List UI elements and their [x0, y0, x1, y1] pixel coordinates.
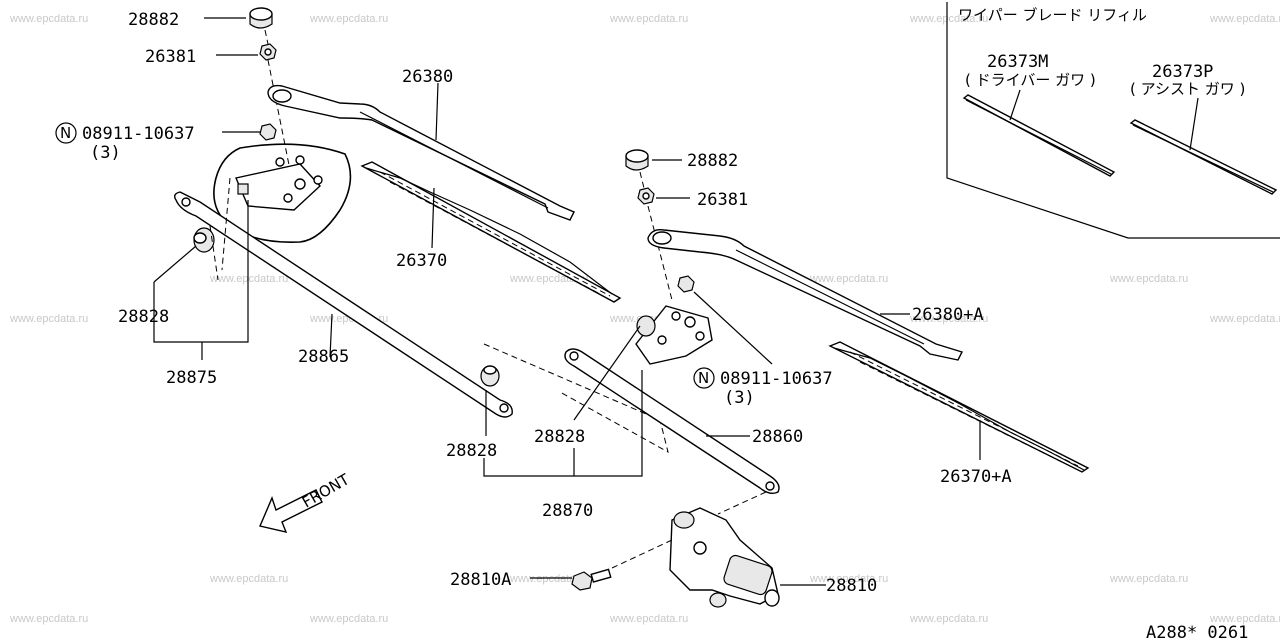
label-26370: 26370: [396, 251, 447, 271]
label-26381-left: 26381: [145, 47, 196, 67]
wiper-arm-26380: [267, 84, 575, 221]
label-28828-left: 28828: [118, 307, 169, 327]
watermark: www.epcdata.ru: [809, 573, 888, 585]
refill-assist-strip: [1129, 97, 1278, 195]
bolt-left-prefix: N: [60, 124, 71, 142]
wiper-motor-28810: [669, 507, 780, 608]
label-28828-right: 28828: [534, 427, 585, 447]
watermark: www.epcdata.ru: [609, 13, 688, 25]
watermark: www.epcdata.ru: [909, 613, 988, 625]
watermark: www.epcdata.ru: [909, 13, 988, 25]
label-28875: 28875: [166, 368, 217, 388]
label-bolt-left-qty: (3): [90, 143, 121, 163]
nut-26381-left: [259, 43, 277, 61]
watermark: www.epcdata.ru: [1209, 313, 1280, 325]
refill-driver-strip: [962, 89, 1116, 177]
label-bolt-left: 08911-10637: [82, 124, 195, 144]
refill-driver-side: ( ドライバー ガワ ): [965, 71, 1096, 89]
label-28828-mid: 28828: [446, 441, 497, 461]
watermark: www.epcdata.ru: [309, 13, 388, 25]
bolt-right: [677, 275, 695, 293]
refill-box-border: [946, 2, 1280, 239]
label-front: FRONT: [299, 470, 353, 512]
label-28810a: 28810A: [450, 570, 511, 590]
pivot-bracket-left: [213, 143, 352, 243]
refill-box-title: ワイパー ブレード リフィル: [958, 6, 1147, 24]
watermark: www.epcdata.ru: [909, 313, 988, 325]
watermark: www.epcdata.ru: [209, 273, 288, 285]
n-symbol-right: [693, 367, 715, 389]
watermark: www.epcdata.ru: [609, 613, 688, 625]
front-arrow-icon: [259, 489, 323, 533]
watermark: www.epcdata.ru: [1109, 573, 1188, 585]
cap-28882-left: [249, 7, 273, 29]
watermark: www.epcdata.ru: [1209, 613, 1280, 625]
wiper-arm-26380a: [647, 228, 963, 361]
refill-box: ワイパー ブレード リフィル 26373M ( ドライバー ガワ ) 26373…: [946, 2, 1280, 239]
label-28882-right: 28882: [687, 151, 738, 171]
bushing-28828-left: [193, 227, 215, 253]
refill-assist-side: ( アシスト ガワ ): [1130, 80, 1245, 98]
n-symbol-left: [55, 122, 77, 144]
bolt-right-prefix: N: [698, 369, 709, 387]
watermark: www.epcdata.ru: [9, 613, 88, 625]
watermark: www.epcdata.ru: [9, 313, 88, 325]
wiper-blade-26370: [360, 161, 622, 303]
label-28882-left: 28882: [128, 10, 179, 30]
label-26380a: 26380+A: [912, 305, 984, 325]
bolt-28810a: [571, 568, 612, 591]
label-26370a: 26370+A: [940, 467, 1012, 487]
wiper-blade-26370a: [828, 341, 1090, 473]
label-26380: 26380: [402, 67, 453, 87]
watermark: www.epcdata.ru: [809, 273, 888, 285]
refill-driver-part-number: 26373M: [987, 52, 1048, 72]
bushing-28828-mid: [480, 365, 500, 387]
nut-26381-right: [637, 187, 655, 205]
watermark: www.epcdata.ru: [209, 573, 288, 585]
label-28865: 28865: [298, 347, 349, 367]
pivot-bracket-right: [635, 305, 713, 365]
watermark: www.epcdata.ru: [1209, 13, 1280, 25]
watermark: www.epcdata.ru: [9, 13, 88, 25]
diagram-code: A288* 0261: [1146, 623, 1248, 640]
label-bolt-right: 08911-10637: [720, 369, 833, 389]
watermark: www.epcdata.ru: [1109, 273, 1188, 285]
link-rod-28865: [173, 191, 513, 418]
label-28860: 28860: [752, 427, 803, 447]
refill-assist-part-number: 26373P: [1152, 62, 1213, 82]
watermark: www.epcdata.ru: [509, 573, 588, 585]
label-28810: 28810: [826, 576, 877, 596]
bolt-left: [259, 123, 277, 141]
watermark: www.epcdata.ru: [309, 613, 388, 625]
cap-28882-right: [625, 149, 649, 171]
label-28870: 28870: [542, 501, 593, 521]
label-bolt-right-qty: (3): [724, 388, 755, 408]
label-26381-right: 26381: [697, 190, 748, 210]
link-rod-28860: [564, 348, 780, 495]
